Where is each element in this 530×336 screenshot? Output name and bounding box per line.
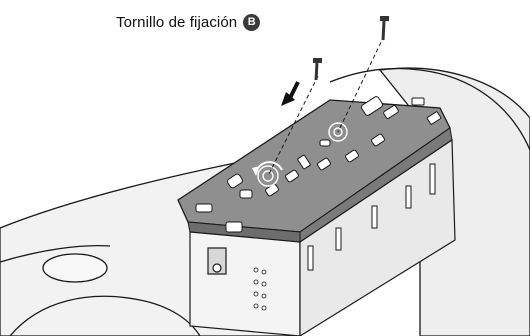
screw-hole-right bbox=[328, 122, 348, 142]
screw-hole-left bbox=[257, 165, 279, 187]
mounting-plate bbox=[177, 96, 453, 243]
fixing-screw-label: Tornillo de fijación B bbox=[116, 12, 261, 32]
bracket-box bbox=[189, 138, 456, 336]
arrow-down-left-icon bbox=[281, 81, 300, 106]
rotation-arrow-icon bbox=[252, 161, 283, 176]
screw-left bbox=[267, 58, 322, 177]
screw-b-badge: B bbox=[243, 13, 261, 31]
screw-right bbox=[337, 16, 389, 133]
caption-text: Tornillo de fijación bbox=[116, 13, 238, 31]
